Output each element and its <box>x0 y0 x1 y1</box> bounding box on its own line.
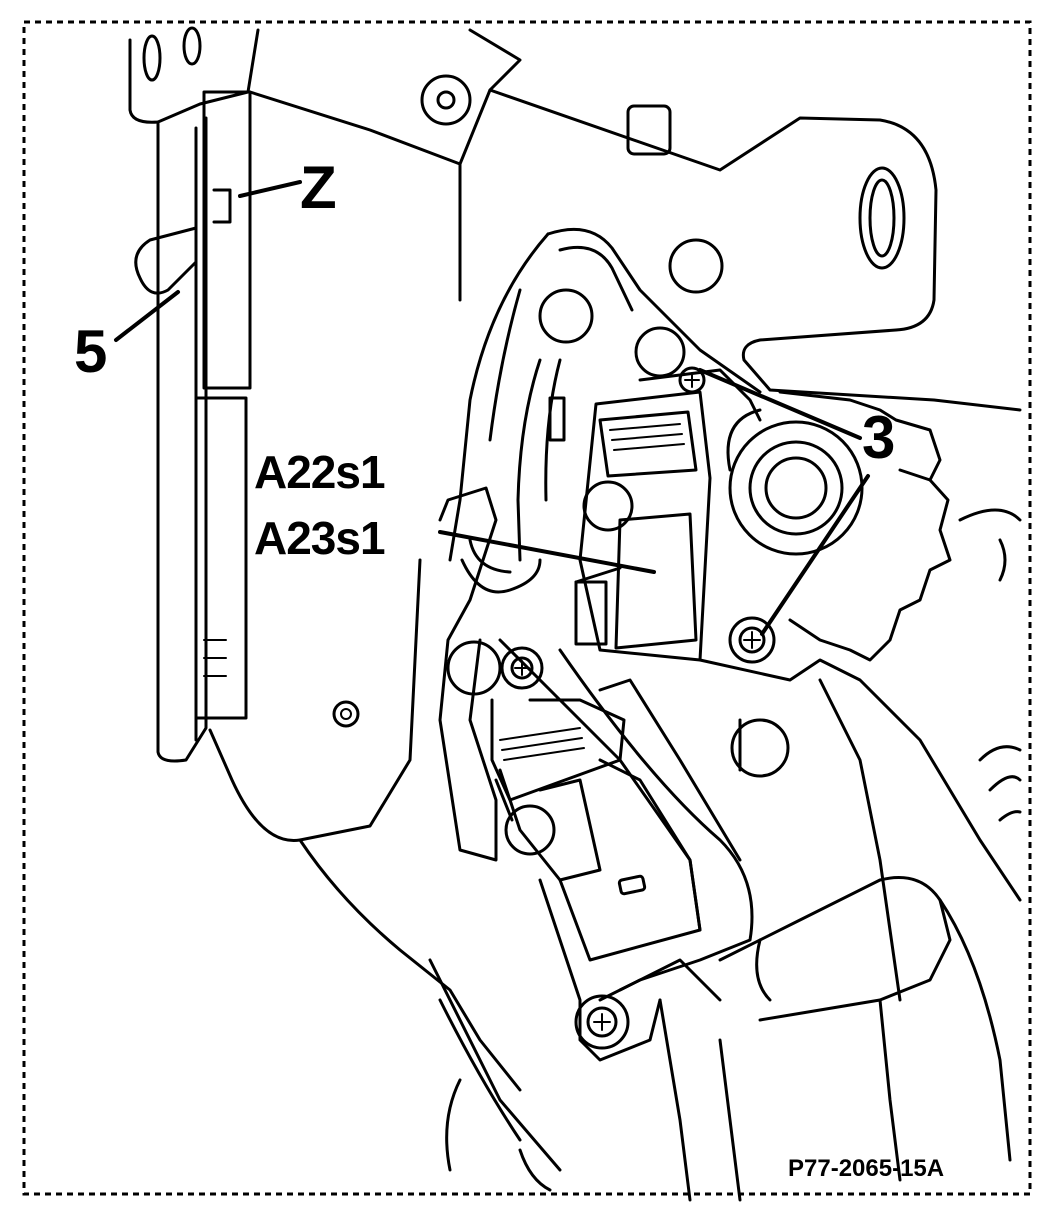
label-5: 5 <box>74 318 107 385</box>
switch-a23s1 <box>438 486 702 962</box>
screw-bottom <box>574 994 630 1050</box>
figure-code: P77-2065-15A <box>788 1155 944 1182</box>
slide-rail <box>134 90 252 763</box>
housing-plate <box>208 28 1022 1092</box>
pivot-housing <box>448 227 762 562</box>
label-a22s1: A22s1 <box>254 446 385 498</box>
leader-z <box>238 180 302 198</box>
pedal-arm <box>498 638 754 1202</box>
leader-5 <box>114 290 180 342</box>
label-a23s1: A23s1 <box>254 512 385 564</box>
lower-linkage <box>698 658 1022 1182</box>
switch-a22s1 <box>574 390 712 662</box>
label-z: Z <box>300 154 337 221</box>
leader-a23 <box>438 530 656 574</box>
leader-3a <box>698 368 862 440</box>
top-bracket <box>128 26 260 124</box>
lower-cable <box>428 958 562 1192</box>
screw-lower <box>500 646 544 690</box>
dashed-frame <box>22 20 1032 1196</box>
screw-upper <box>728 616 776 664</box>
gear-sector <box>778 390 1022 662</box>
label-3: 3 <box>862 404 895 471</box>
leader-3b <box>760 474 870 636</box>
